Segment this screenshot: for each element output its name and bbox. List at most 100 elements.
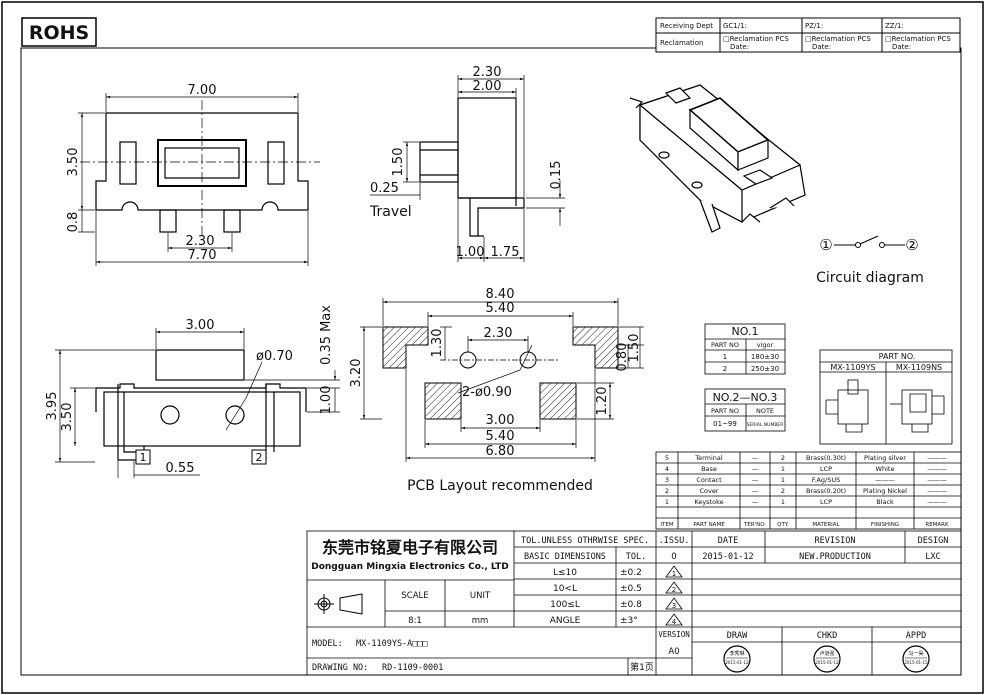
no23-text: NO.2—NO.3 PART NO NOTE 01~99 SERIAL NUMB… (711, 391, 783, 428)
bom-r3-fin: ——— (875, 476, 895, 484)
bom-r2-name: Cover (699, 487, 718, 495)
bom-h-qty: QTY. (777, 522, 789, 528)
dim-pcb-8-40: 8.40 (486, 287, 515, 302)
scale-value: 8:1 (408, 616, 422, 626)
bom-r1-item: 1 (665, 498, 669, 506)
design-value: LXC (925, 552, 940, 562)
zz-label: ZZ/1: (885, 22, 904, 30)
draw-label: DRAW (727, 631, 748, 641)
partno-text: PART NO. MX-1109YS MX-1109NS (830, 352, 942, 372)
bom-r2-item: 2 (665, 487, 669, 495)
reclamation-pcs-1: □Reclamation PCS (723, 35, 789, 43)
bom-r2-qty: 2 (781, 487, 785, 495)
partno-table (819, 349, 953, 445)
bom-r1-name: Keystoke (694, 498, 723, 506)
chkd-label: CHKD (817, 631, 837, 641)
pcb-layout (360, 298, 644, 462)
no23-table (704, 388, 786, 432)
stamp-draw-name: 李秀琳 (729, 650, 744, 657)
basic-dimensions-label: BASIC DIMENSIONS (524, 552, 606, 562)
no23-header-note: NOTE (756, 407, 774, 415)
version-value: A0 (668, 647, 679, 657)
dim-pcb-3-00: 3.00 (486, 413, 515, 428)
side-view-dims: 2.30 2.00 1.50 0.25 Travel 0.15 1.00 1.7… (369, 65, 564, 260)
front-view (55, 328, 340, 478)
no1-r1-vigor: 180±30 (751, 353, 779, 361)
bom-r3-rem: ——— (927, 476, 947, 484)
dim-pcb-6-80: 6.80 (486, 444, 515, 459)
bom-r1-rem: ——— (927, 498, 947, 506)
revision-triangles (665, 565, 683, 626)
side-view (370, 75, 565, 262)
bom-r4-fin: White (876, 465, 895, 473)
circuit-node-2: ② (905, 236, 918, 254)
rohs-label: ROHS (29, 22, 89, 44)
bom-r3-item: 3 (665, 476, 669, 484)
revision-header: REVISION (815, 536, 856, 546)
tol-row-4-range: ANGLE (550, 616, 581, 626)
tol-row-4-value: ±3° (620, 616, 638, 626)
pin-2-label: 2 (256, 451, 263, 464)
bom-h-item: ITEM (660, 522, 673, 528)
bom-r2-ter: — (752, 487, 759, 495)
dim-phi-0-70: ø0.70 (256, 349, 293, 364)
dim-side-1-00: 1.00 (456, 245, 485, 260)
bom-h-mat: MATERIAL (812, 522, 840, 528)
top-view (78, 93, 320, 266)
bom-r4-item: 4 (665, 465, 669, 473)
stamp-draw: 李秀琳 2015-01-12 (723, 645, 751, 673)
pcb-dims: 8.40 5.40 2.30 1.30 3.20 0.80 1.50 2-ø0.… (349, 287, 642, 494)
dim-pcb-1-20: 1.20 (595, 387, 610, 416)
page-number: 第1页 (630, 661, 654, 673)
dim-side-0-15: 0.15 (549, 161, 564, 190)
stamp-appd-name: 马一昊 (908, 650, 923, 657)
bom-r3-name: Contact (696, 476, 722, 484)
top-view-dims: 7.00 7.70 2.30 3.50 0.8 (66, 83, 216, 263)
bom-r1-ter: — (752, 498, 759, 506)
tol-label: TOL. (626, 552, 646, 562)
dim-side-2-00: 2.00 (473, 79, 502, 94)
bom-r4-qty: 1 (781, 465, 785, 473)
title-block (306, 530, 962, 676)
no1-title: NO.1 (732, 325, 759, 338)
date-label-2: Date: (812, 43, 831, 51)
dim-pcb-1-50: 1.50 (627, 334, 642, 363)
bom-r4-mat: LCP (820, 465, 832, 473)
stamp-chkd-name: 卢道强 (819, 650, 834, 657)
dim-front-3-50: 3.50 (60, 403, 75, 432)
tol-row-2-range: 10<L (553, 584, 577, 594)
pin-1-label: 1 (140, 451, 147, 464)
dim-pcb-5-40: 5.40 (486, 301, 515, 316)
reclamation-pcs-2: □Reclamation PCS (805, 35, 871, 43)
partno-a: MX-1109YS (830, 363, 875, 372)
date-value: 2015-01-12 (702, 552, 753, 562)
unit-label: UNIT (470, 591, 491, 601)
bom-r5-mat: Brass(0.30t) (806, 454, 846, 462)
bom-table (655, 451, 962, 530)
triangle-1: 1 (672, 570, 676, 578)
bom-h-fin: FINISHING (871, 522, 899, 528)
circuit-node-1: ① (819, 236, 832, 254)
reception-table: Receiving Dept Reclamation GC1/1: PZ/1: … (655, 17, 961, 53)
bom-r5-rem: ——— (927, 454, 947, 462)
dim-7-00: 7.00 (188, 83, 217, 98)
projection-symbol-icon (314, 593, 363, 615)
triangle-3: 3 (672, 602, 676, 610)
partno-b: MX-1109NS (896, 363, 942, 372)
dim-pcb-1-30: 1.30 (430, 329, 445, 358)
dim-side-0-25: 0.25 (370, 181, 399, 196)
dim-side-2-30: 2.30 (473, 65, 502, 80)
reclamation-pcs-3: □Reclamation PCS (885, 35, 951, 43)
no1-table (704, 323, 786, 375)
model-value: MX-1109YS-A□□□ (356, 639, 428, 649)
no1-r1-part: 1 (723, 353, 727, 361)
tol-row-3-value: ±0.8 (620, 600, 642, 610)
bom-h-rem: REMARK (925, 522, 949, 528)
bom-r3-ter: — (752, 476, 759, 484)
bom-r4-ter: — (752, 465, 759, 473)
tol-row-1-range: L≤10 (553, 568, 577, 578)
bom-r5-name: Terminal (694, 454, 723, 462)
reclamation-label: Reclamation (660, 39, 703, 47)
dim-3-95: 3.95 (45, 392, 60, 421)
